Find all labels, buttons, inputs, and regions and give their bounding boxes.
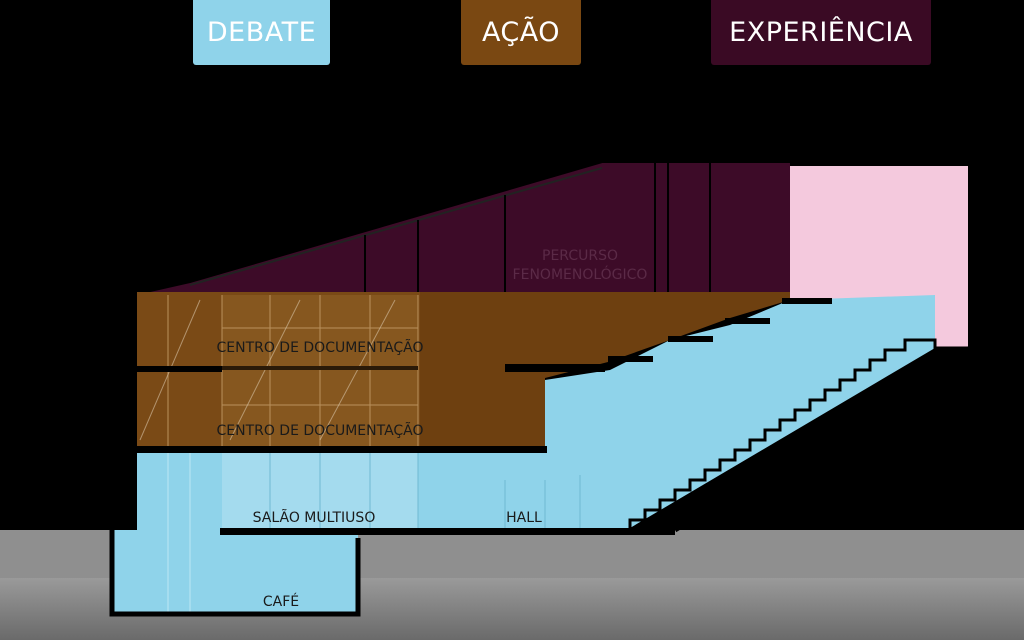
label-centro-doc-lower: CENTRO DE DOCUMENTAÇÃO [216,422,423,439]
slab-main [137,446,547,453]
legend-experiencia: EXPERIÊNCIA [711,0,931,65]
slab-mid [222,366,418,370]
roof-line [136,157,972,295]
balcony-steps [608,298,832,362]
slab-upper [137,366,222,372]
legend-acao-label: AÇÃO [481,17,561,48]
label-hall: HALL [506,510,542,526]
auditorium-zone [545,295,935,528]
legend-acao: AÇÃO [461,0,581,65]
label-centro-doc-upper: CENTRO DE DOCUMENTAÇÃO [216,339,423,356]
legend-debate-label: DEBATE [206,17,317,48]
label-cafe: CAFÉ [263,593,299,610]
roof-inner-line [189,167,603,286]
legend-debate: DEBATE [193,0,330,65]
ground-slab [220,528,675,535]
label-percurso-1: PERCURSO [542,248,618,264]
ground-floor-mullions [269,453,581,528]
label-percurso-2: FENOMENOLÓGICO [513,265,648,283]
cafe-left-column [137,453,222,613]
label-salao: SALÃO MULTIUSO [253,509,376,526]
centro-doc-mullions [167,295,419,450]
experiencia-zone [137,162,790,295]
slab-doc-right [505,364,605,372]
legend-experiencia-label: EXPERIÊNCIA [729,17,913,48]
cafe-lines [167,453,191,612]
stair-underside [673,345,972,533]
auditorium-stairs [628,338,970,528]
cafe-outline [109,530,361,617]
upper-columns [364,160,711,292]
